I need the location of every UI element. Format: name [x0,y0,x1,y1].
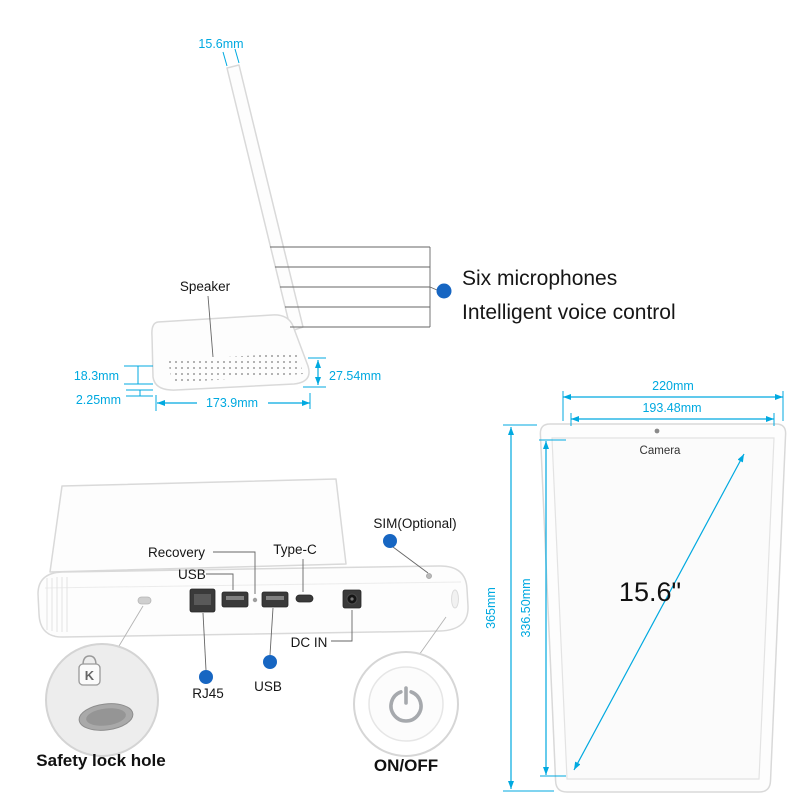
usb-bottom-label: USB [254,679,282,694]
rj45-dot [199,670,213,684]
power-icon [389,690,423,723]
diagonal-label: 15.6" [619,577,681,607]
lock-zoom-leader-line [115,605,144,652]
diagonal-dimension-line [573,453,745,771]
camera-label: Camera [640,445,682,457]
front-tablet-screen [551,437,775,780]
inner-height-label: 336.50mm [519,578,533,637]
speaker-grille [168,353,303,383]
usb-bottom-dot [263,655,277,669]
left-height-dimension: 18.3mm [74,365,153,385]
inner-width-label: 193.48mm [642,401,701,415]
power-label: ON/OFF [374,756,438,775]
side-view: 15.6mm Speaker Six microphones Intellige… [74,37,676,411]
base-vent-lines [46,577,68,632]
kensington-shackle-icon [82,655,97,666]
outer-height-label: 365mm [484,587,498,629]
recovery-leader-line [213,551,256,594]
kensington-lock-slot [137,596,152,605]
type-c-label: Type-C [273,542,317,557]
rj45-label: RJ45 [192,686,224,701]
base-top-edge [44,581,462,589]
inner-width-dimension: 193.48mm [570,401,775,426]
base-width-label: 173.9mm [206,396,258,410]
back-view: Recovery USB Type-C SIM(Optional) DC IN … [36,478,469,775]
power-side-button [451,589,459,609]
back-base [37,565,469,638]
right-height-label: 27.54mm [329,369,381,383]
safety-lock-circle [45,643,159,757]
lock-hole-oval-inner [86,708,126,726]
mic-dot [436,283,452,299]
right-height-dimension: 27.54mm [303,357,381,388]
mic-subtitle: Intelligent voice control [462,301,676,324]
speaker-leader-line [207,295,214,358]
safety-lock-label: Safety lock hole [36,751,165,770]
usb-port-2-tongue [266,596,284,600]
dc-in-label: DC IN [291,635,328,650]
outer-width-label: 220mm [652,379,694,393]
back-screen-panel [49,478,347,573]
usb-top-label: USB [178,567,206,582]
safety-lock-zoom: K Safety lock hole [36,643,166,770]
kensington-icon [78,663,101,686]
rj45-port-inner [194,594,211,605]
type-c-port [295,594,314,603]
usb-port-1-tongue [226,596,244,600]
sim-leader-line [392,546,429,574]
dc-in-leader-line [331,610,353,642]
dc-jack-pin [350,597,354,601]
sim-label: SIM(Optional) [373,516,456,531]
rj45-leader-line [202,612,207,671]
recovery-pinhole [252,597,258,603]
thickness-label: 15.6mm [198,37,243,51]
foot-gap-dimension: 2.25mm [76,389,153,407]
front-view: Camera 15.6" 220mm 193.48mm 365mm [484,379,787,793]
mic-title: Six microphones [462,267,617,290]
sim-pinhole [426,573,432,579]
foot-gap-label: 2.25mm [76,393,121,407]
outer-width-dimension: 220mm [562,379,784,421]
power-zoom: ON/OFF [353,651,459,775]
mic-callout-lines [270,246,438,328]
thickness-dimension: 15.6mm [198,37,244,67]
base-width-dimension: 173.9mm [155,393,311,411]
usb-bottom-leader-line [269,607,274,656]
camera-dot [654,428,660,434]
kensington-letter: K [85,668,95,683]
left-height-label: 18.3mm [74,369,119,383]
recovery-label: Recovery [148,545,205,560]
side-screen-panel [226,64,304,332]
usb-top-leader-line [206,573,234,590]
inner-height-dimension: 336.50mm [519,439,566,777]
outer-height-dimension: 365mm [484,424,554,792]
speaker-label: Speaker [180,279,231,294]
sim-dot [383,534,397,548]
power-zoom-leader-line [418,616,447,656]
